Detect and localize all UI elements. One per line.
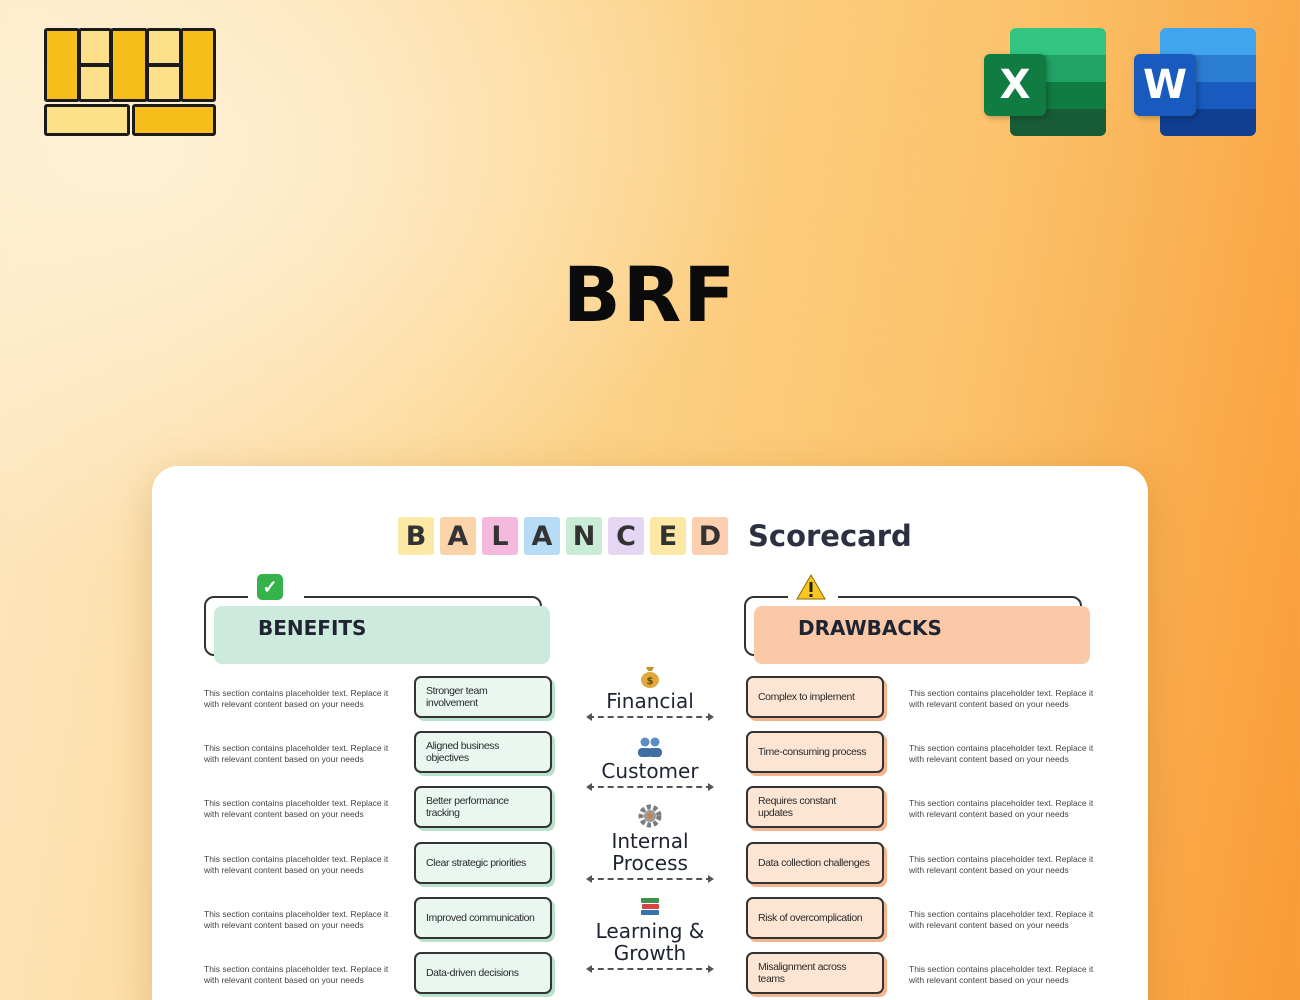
drawback-description: This section contains placeholder text. …: [909, 688, 1094, 709]
benefit-description: This section contains placeholder text. …: [204, 798, 389, 819]
heading-letter: A: [440, 517, 476, 555]
heading-letter: N: [566, 517, 602, 555]
word-letter: W: [1134, 54, 1196, 116]
excel-letter: X: [984, 54, 1046, 116]
template-preview: B A L A N C E D Scorecard BENEFITS ✓ DRA…: [152, 466, 1148, 1000]
benefit-item: Improved communication: [414, 897, 552, 939]
benefit-description: This section contains placeholder text. …: [204, 688, 389, 709]
drawback-item: Time-consuming process: [746, 731, 884, 773]
benefit-item: Clear strategic priorities: [414, 842, 552, 884]
scorecard-heading: B A L A N C E D Scorecard: [398, 516, 912, 556]
drawback-item: Risk of overcomplication: [746, 897, 884, 939]
heading-letter: B: [398, 517, 434, 555]
benefits-header: BENEFITS: [204, 594, 550, 664]
benefit-description: This section contains placeholder text. …: [204, 964, 389, 985]
perspective-label: Learning & Growth: [595, 919, 705, 965]
books-icon: [641, 898, 659, 915]
benefit-item: Stronger team involvement: [414, 676, 552, 718]
drawbacks-label: DRAWBACKS: [798, 616, 942, 640]
drawback-description: This section contains placeholder text. …: [909, 854, 1094, 875]
perspective-label: Customer: [601, 759, 699, 783]
perspective-label: Internal Process: [611, 829, 689, 875]
svg-text:$: $: [647, 676, 654, 687]
heading-letter: C: [608, 517, 644, 555]
heading-letter: A: [524, 517, 560, 555]
heading-letter: E: [650, 517, 686, 555]
word-icon: W: [1134, 28, 1256, 138]
drawback-item: Requires constant updates: [746, 786, 884, 828]
page-title: BRF: [562, 250, 738, 339]
users-icon: [638, 737, 662, 757]
benefit-description: This section contains placeholder text. …: [204, 854, 389, 875]
benefit-item: Data-driven decisions: [414, 952, 552, 994]
dashed-arrow: [586, 783, 714, 791]
drawback-description: This section contains placeholder text. …: [909, 798, 1094, 819]
dashed-arrow: [586, 965, 714, 973]
perspective-learning-growth: Learning & Growth: [586, 896, 714, 973]
warning-icon: [796, 574, 826, 600]
benefit-item: Better performance tracking: [414, 786, 552, 828]
gear-icon: [638, 804, 662, 828]
drawback-item: Complex to implement: [746, 676, 884, 718]
drawbacks-header: DRAWBACKS: [744, 594, 1090, 664]
benefits-label: BENEFITS: [258, 616, 367, 640]
heading-letter: L: [482, 517, 518, 555]
heading-word: Scorecard: [748, 519, 912, 553]
benefit-description: This section contains placeholder text. …: [204, 743, 389, 764]
benefit-item: Aligned business objectives: [414, 731, 552, 773]
drawback-item: Data collection challenges: [746, 842, 884, 884]
check-icon: ✓: [257, 574, 283, 600]
heading-letter: D: [692, 517, 728, 555]
drawback-description: This section contains placeholder text. …: [909, 964, 1094, 985]
drawback-description: This section contains placeholder text. …: [909, 743, 1094, 764]
dashed-arrow: [586, 875, 714, 883]
money-bag-icon: $: [641, 667, 659, 688]
perspective-label: Financial: [606, 689, 694, 713]
perspective-internal-process: Internal Process: [586, 804, 714, 883]
drawback-description: This section contains placeholder text. …: [909, 909, 1094, 930]
excel-icon: X: [984, 28, 1106, 138]
benefit-description: This section contains placeholder text. …: [204, 909, 389, 930]
dashed-arrow: [586, 713, 714, 721]
brand-logo: [44, 28, 216, 138]
perspective-financial: $ Financial: [586, 664, 714, 721]
perspective-customer: Customer: [586, 736, 714, 791]
drawback-item: Misalignment across teams: [746, 952, 884, 994]
